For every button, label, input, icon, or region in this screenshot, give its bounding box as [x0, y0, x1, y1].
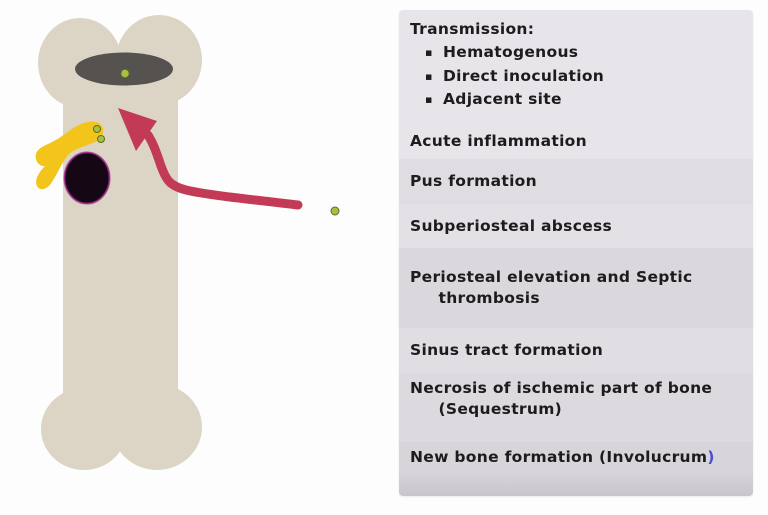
- periosteal-reaction: [35, 121, 104, 190]
- bacteria-dot-epiphysis: [120, 68, 130, 79]
- transmission-item-hematogenous: ▪ Hematogenous: [410, 41, 745, 65]
- bullet-icon: ▪: [425, 93, 433, 106]
- stage-necrosis-sequestrum: Necrosis of ischemic part of bone (Seque…: [399, 373, 753, 442]
- bacteria-dot-bloodstream: [330, 206, 340, 216]
- stage-new-bone-involucrum: New bone formation (Involucrum): [399, 442, 753, 496]
- transmission-item-adjacent-site: ▪ Adjacent site: [410, 88, 745, 112]
- transmission-item-direct-inoculation: ▪ Direct inoculation: [410, 65, 745, 89]
- transmission-item-label: Adjacent site: [443, 90, 562, 108]
- involucrum-closing-paren: ): [707, 448, 715, 466]
- bacteria-dots-cortex: [93, 125, 105, 143]
- hematogenous-spread-arrow: [118, 108, 303, 210]
- stage-new-bone-label: New bone formation (Involucrum: [410, 448, 708, 466]
- bullet-icon: ▪: [425, 46, 433, 59]
- stage-pus-formation: Pus formation: [399, 159, 753, 204]
- stage-periosteal-elevation: Periosteal elevation and Septic thrombos…: [399, 248, 753, 328]
- bone-shape: [38, 15, 202, 470]
- transmission-item-label: Direct inoculation: [443, 66, 605, 85]
- bullet-icon: ▪: [425, 69, 433, 83]
- bone-illustration: [35, 15, 340, 470]
- transmission-block: Transmission: ▪ Hematogenous ▪ Direct in…: [399, 10, 753, 159]
- transmission-item-label: Hematogenous: [443, 43, 579, 61]
- transmission-title: Transmission:: [410, 20, 535, 38]
- stage-subperiosteal-abscess: Subperiosteal abscess: [399, 204, 753, 248]
- stage-acute-inflammation: Acute inflammation: [410, 131, 587, 150]
- abscess-oval: [63, 151, 111, 205]
- stages-panel: Transmission: ▪ Hematogenous ▪ Direct in…: [399, 10, 753, 496]
- stage-sinus-tract-formation: Sinus tract formation: [399, 328, 753, 373]
